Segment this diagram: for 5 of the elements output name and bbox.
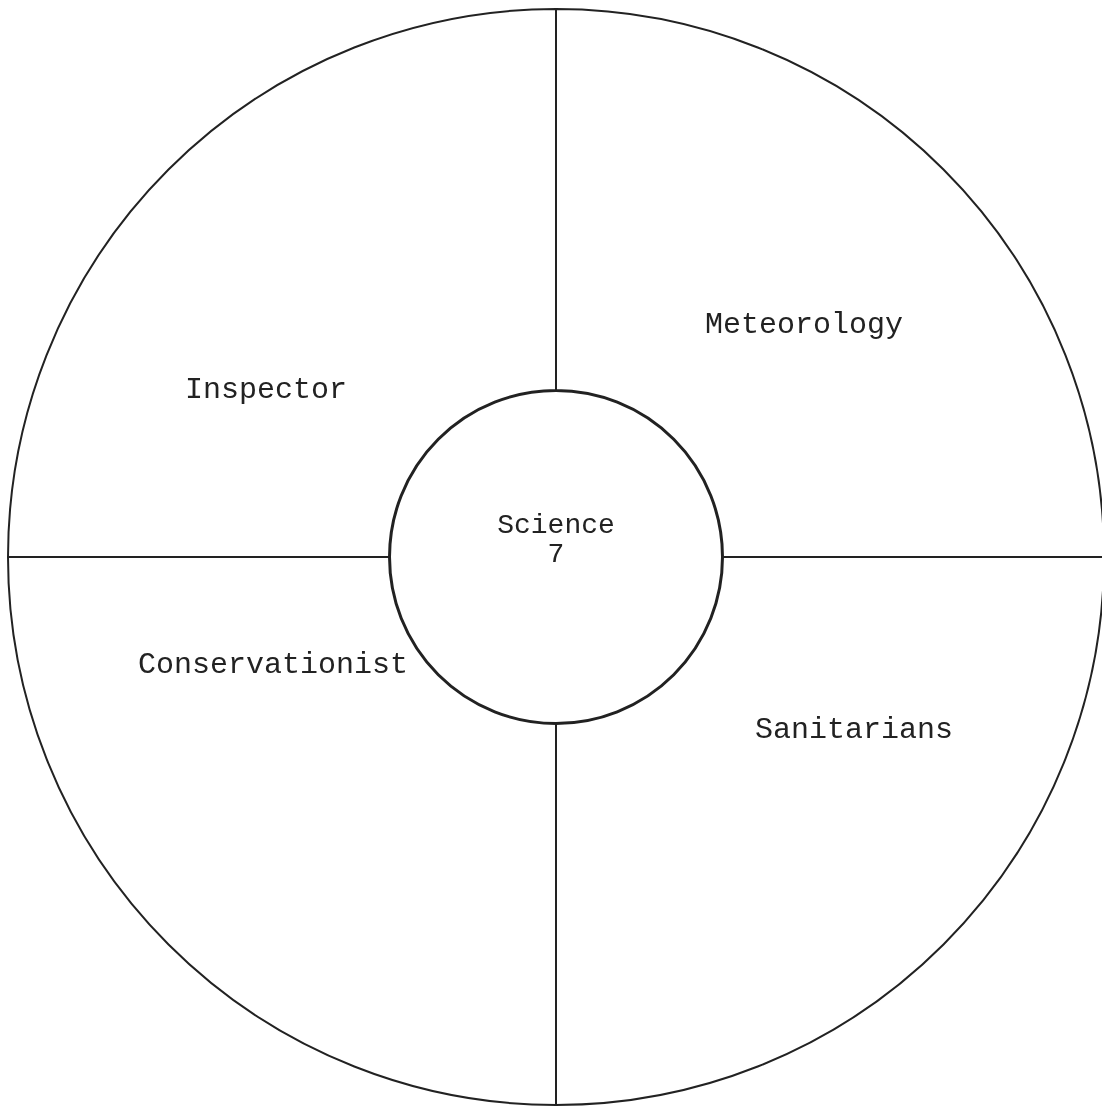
center-label: Science 7 <box>496 511 616 570</box>
sector-label: Conservationist <box>138 650 409 680</box>
sector-label: Sanitarians <box>755 715 954 745</box>
sector-label: Meteorology <box>705 310 904 340</box>
sector-label: Inspector <box>185 375 348 405</box>
